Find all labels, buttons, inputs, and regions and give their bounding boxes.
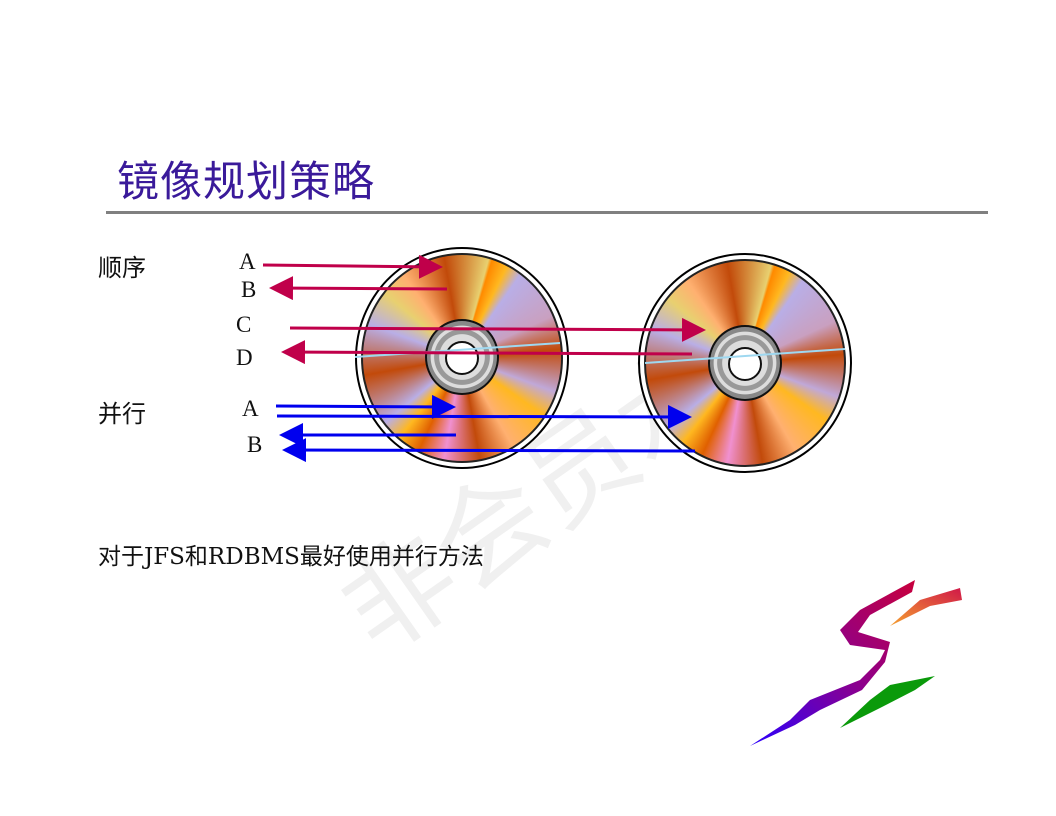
seq-label-a: A — [239, 249, 256, 274]
disc-glare — [354, 342, 561, 358]
par-label-a: A — [242, 396, 259, 421]
note-text: 对于JFS和RDBMS最好使用并行方法 — [98, 544, 484, 570]
seq-arrow-c — [289, 317, 706, 342]
par-label-b: B — [247, 432, 263, 457]
disc-hole — [728, 347, 762, 381]
seq-label-c: C — [236, 312, 252, 337]
page-title: 镜像规划策略 — [117, 157, 376, 206]
sequential-label: 顺序 — [98, 254, 146, 282]
seq-arrow-a — [262, 254, 443, 279]
logo — [750, 580, 962, 746]
disc-mirror — [638, 253, 852, 473]
parallel-label: 并行 — [98, 400, 146, 428]
seq-arrow-d — [281, 340, 693, 365]
disc-primary — [355, 247, 569, 469]
par-arrow-a-primary — [275, 394, 456, 419]
par-arrow-a-mirror — [276, 404, 692, 429]
seq-label-b: B — [241, 277, 257, 302]
disc-glare — [644, 348, 846, 364]
seq-arrow-b — [269, 276, 448, 301]
title-divider — [106, 211, 988, 214]
seq-label-d: D — [236, 345, 253, 370]
par-arrow-b-mirror — [282, 438, 696, 463]
disc-hole — [445, 341, 479, 375]
